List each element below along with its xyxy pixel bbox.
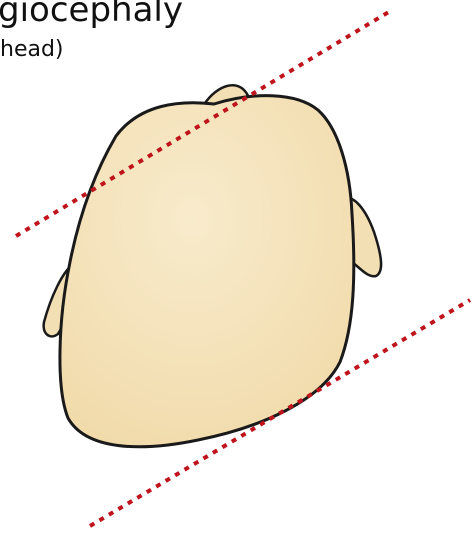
plagiocephaly-illustration (0, 0, 472, 533)
